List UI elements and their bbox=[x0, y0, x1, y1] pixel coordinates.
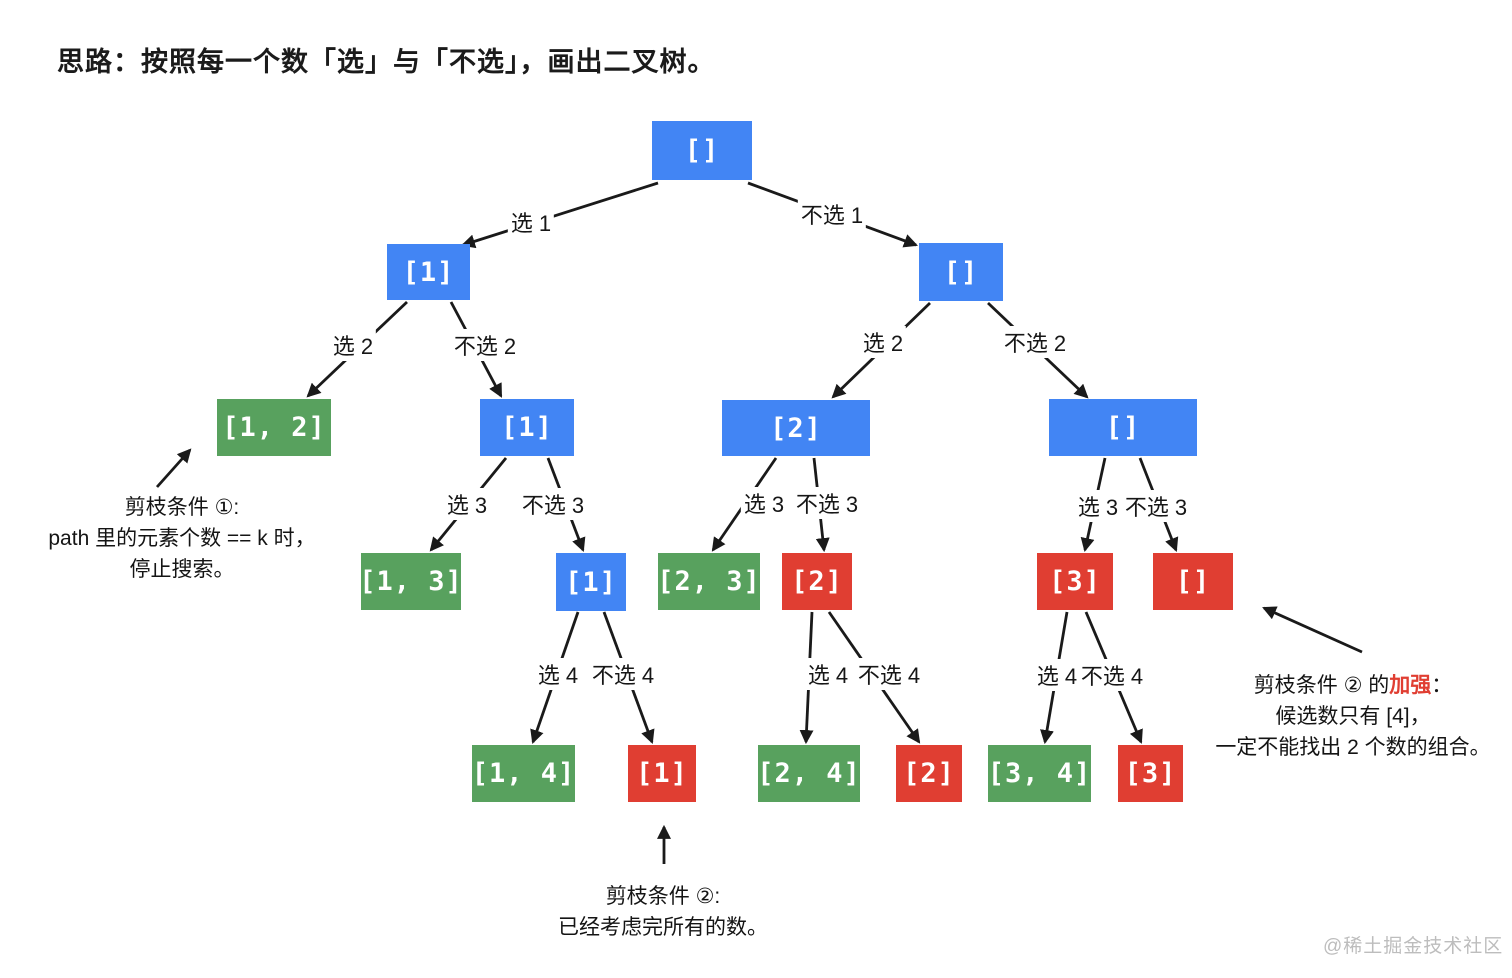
annotation-arrow bbox=[1262, 606, 1363, 654]
edge-label: 不选 1 bbox=[797, 198, 867, 230]
edge-label: 选 2 bbox=[329, 329, 377, 361]
annotation-text: ： bbox=[1431, 674, 1453, 697]
annotation-highlight: 加强 bbox=[1389, 674, 1432, 697]
tree-node: [1, 3] bbox=[359, 553, 462, 610]
annotation-line: 剪枝条件 ①: bbox=[124, 496, 240, 519]
annotation-line: 候选数只有 [4]， bbox=[1275, 705, 1431, 728]
annotation-arrow bbox=[155, 448, 192, 488]
edge-label: 不选 2 bbox=[1000, 326, 1070, 358]
tree-node: [2] bbox=[896, 745, 962, 802]
edge-label: 选 3 bbox=[443, 488, 491, 520]
tree-node: [1] bbox=[556, 553, 626, 611]
annotation-line: 剪枝条件 ② 的加强： bbox=[1193, 670, 1512, 701]
edge-label: 不选 2 bbox=[450, 329, 520, 361]
edge-label: 选 3 bbox=[740, 487, 788, 519]
edge-label: 不选 4 bbox=[1077, 659, 1147, 691]
tree-node: [3] bbox=[1037, 553, 1113, 610]
tree-node: [2, 4] bbox=[757, 745, 860, 802]
annotation-text: 剪枝条件 ② 的 bbox=[1253, 674, 1390, 697]
edge-label: 选 4 bbox=[1033, 659, 1081, 691]
watermark: @稀土掘金技术社区 bbox=[1323, 936, 1504, 957]
tree-node: [1] bbox=[387, 244, 470, 300]
edge-label: 选 4 bbox=[804, 658, 852, 690]
tree-node: [1, 2] bbox=[217, 399, 331, 456]
page-title: 思路：按照每一个数「选」与「不选」，画出二叉树。 bbox=[57, 47, 716, 77]
tree-node: [] bbox=[919, 243, 1003, 301]
edge-label: 不选 4 bbox=[854, 658, 924, 690]
edge-label: 选 1 bbox=[507, 206, 555, 238]
annotation-line: path 里的元素个数 == k 时， bbox=[48, 527, 316, 550]
tree-node: [1] bbox=[480, 399, 574, 456]
tree-node: [2] bbox=[782, 553, 852, 610]
tree-edge-arrow bbox=[460, 181, 659, 249]
prune-condition-2-annotation: 剪枝条件 ②: 已经考虑完所有的数。 bbox=[518, 881, 808, 943]
annotation-line: 停止搜索。 bbox=[129, 558, 235, 581]
prune-condition-1-annotation: 剪枝条件 ①: path 里的元素个数 == k 时， 停止搜索。 bbox=[27, 492, 337, 585]
tree-node: [1] bbox=[628, 745, 696, 802]
annotation-line: 一定不能找出 2 个数的组合。 bbox=[1215, 736, 1491, 759]
prune-condition-2-strong-annotation: 剪枝条件 ② 的加强： 候选数只有 [4]， 一定不能找出 2 个数的组合。 bbox=[1193, 670, 1512, 763]
edge-label: 选 4 bbox=[534, 658, 582, 690]
edge-label: 不选 3 bbox=[1121, 490, 1191, 522]
tree-node: [] bbox=[1049, 399, 1197, 456]
edge-label: 不选 3 bbox=[518, 488, 588, 520]
tree-node: [3, 4] bbox=[988, 745, 1091, 802]
tree-node: [1, 4] bbox=[472, 745, 575, 802]
annotation-line: 剪枝条件 ②: bbox=[605, 885, 721, 908]
tree-node: [] bbox=[1153, 553, 1233, 610]
edge-label: 不选 3 bbox=[792, 487, 862, 519]
tree-node: [2, 3] bbox=[657, 553, 760, 610]
edge-label: 选 3 bbox=[1074, 490, 1122, 522]
tree-node: [] bbox=[652, 121, 752, 180]
edge-label: 选 2 bbox=[859, 326, 907, 358]
annotation-line: 已经考虑完所有的数。 bbox=[558, 916, 768, 939]
edge-label: 不选 4 bbox=[588, 658, 658, 690]
tree-node: [3] bbox=[1118, 745, 1183, 802]
tree-node: [2] bbox=[722, 400, 870, 456]
